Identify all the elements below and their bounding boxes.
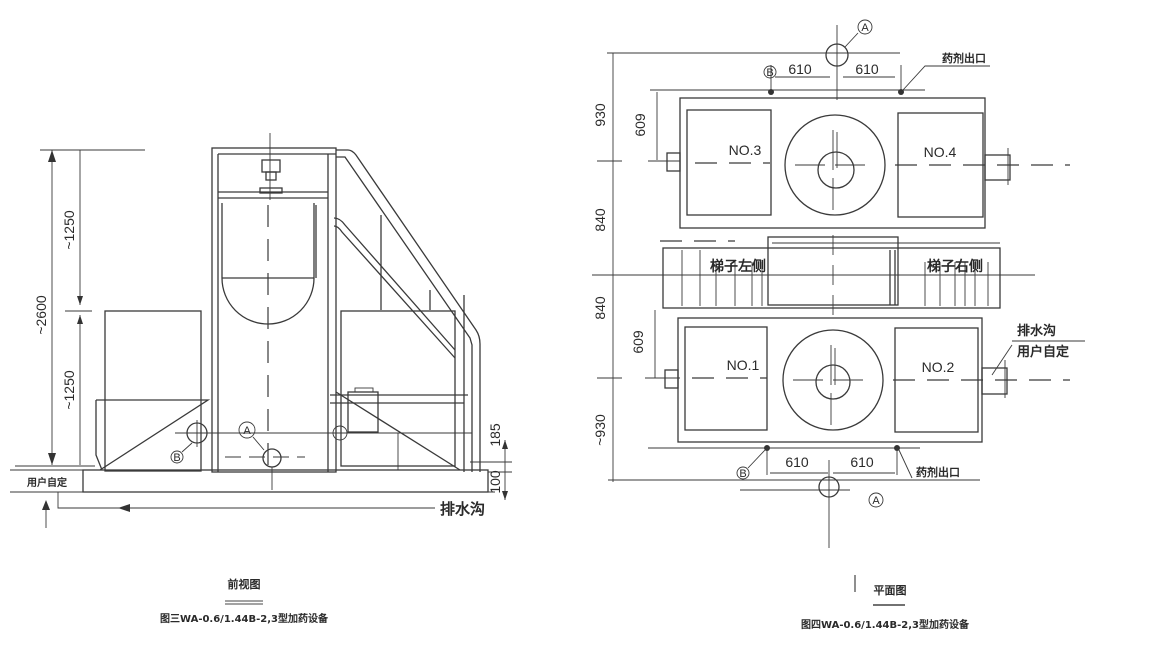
ladder: 梯子左侧 梯子右侧	[660, 235, 1001, 318]
dim-610-4: 610	[850, 454, 874, 470]
stairs	[330, 149, 481, 472]
front-view-title: 前视图	[228, 577, 261, 591]
dim-840-a: 840	[592, 208, 608, 232]
plan-view: 930 840 840 ~930 609 609 A B 610	[592, 19, 1085, 631]
top-markers: A B 610 610 药剂出口	[763, 19, 990, 100]
dim-100: 100	[487, 470, 503, 494]
base-dimensions: 185 100	[470, 423, 512, 500]
valve-icon	[261, 159, 281, 173]
dim-upper-height: ~1250	[61, 210, 77, 250]
plan-vertical-dimensions: 930 840 840 ~930 609 609	[592, 52, 1035, 482]
tank-no3	[686, 109, 772, 216]
pipe-markers: A	[175, 421, 472, 490]
ladder-left-label: 梯子左侧	[710, 258, 766, 275]
bottom-markers: 610 610 B 药剂出口 A	[648, 445, 960, 548]
dim-610-1: 610	[788, 61, 812, 77]
chem-outlet-top: 药剂出口	[942, 51, 986, 65]
marker-a: A	[243, 425, 251, 437]
user-defined-label: 用户自定	[26, 476, 67, 489]
drain-label: 排水沟	[440, 500, 485, 518]
dim-930-bottom: ~930	[592, 414, 608, 446]
lower-unit: NO.1 NO.2 排水沟 用户自定	[664, 317, 1085, 443]
marker-a-top: A	[861, 22, 869, 34]
left-tank: B	[95, 310, 211, 472]
drain-label-plan: 排水沟	[1017, 323, 1056, 339]
dim-185: 185	[487, 423, 503, 447]
dim-610-3: 610	[785, 454, 809, 470]
user-defined-label-plan: 用户自定	[1016, 344, 1069, 360]
dim-840-b: 840	[592, 296, 608, 320]
ladder-right-label: 梯子右侧	[927, 258, 983, 275]
dim-930-top: 930	[592, 103, 608, 127]
height-dimensions: ~2600 ~1250 ~1250	[15, 149, 145, 467]
upper-unit: NO.3 NO.4	[666, 97, 1070, 229]
central-frame	[211, 133, 337, 473]
chem-outlet-bottom: 药剂出口	[916, 465, 960, 479]
plan-view-caption: 图四WA-0.6/1.44B-2,3型加药设备	[801, 618, 970, 631]
svg-text:NO.3: NO.3	[729, 142, 762, 158]
marker-b-top: B	[766, 67, 773, 79]
marker-b-bottom: B	[739, 468, 746, 480]
plan-view-title: 平面图	[874, 584, 907, 597]
drain-arrow-icon	[118, 504, 130, 512]
front-view: ~2600 ~1250 ~1250	[10, 133, 512, 625]
marker-b: B	[173, 452, 180, 464]
dim-610-2: 610	[855, 61, 879, 77]
dim-609-bottom: 609	[630, 330, 646, 354]
svg-text:NO.2: NO.2	[922, 359, 955, 375]
dim-lower-height: ~1250	[61, 370, 77, 410]
dim-total-height: ~2600	[33, 295, 49, 335]
svg-text:NO.1: NO.1	[727, 357, 760, 373]
dim-609-top: 609	[632, 113, 648, 137]
front-view-caption: 图三WA-0.6/1.44B-2,3型加药设备	[160, 612, 329, 625]
marker-a-bottom: A	[872, 495, 880, 507]
base-platform: 用户自定 排水沟	[10, 469, 495, 528]
svg-text:NO.4: NO.4	[924, 144, 957, 160]
